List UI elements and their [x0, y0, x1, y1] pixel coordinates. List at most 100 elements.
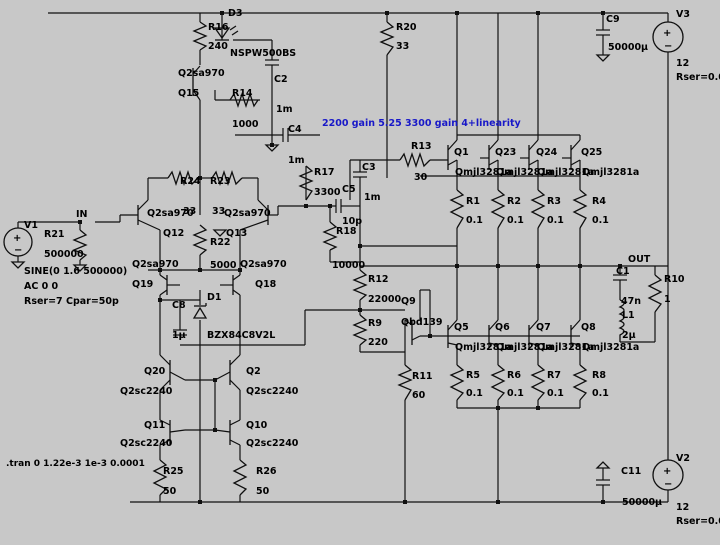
- tran-directive: .tran 0 1.22e-3 1e-3 0.0001: [6, 459, 145, 469]
- d1-symbol: [192, 303, 208, 319]
- svg-text:−: −: [664, 41, 672, 52]
- ground-r12-icon: [212, 229, 228, 237]
- r18-name: R18: [336, 226, 357, 237]
- c1-symbol: [613, 274, 627, 285]
- q24-model: Qmjl3281a: [537, 167, 594, 178]
- q18-name: Q18: [255, 279, 277, 290]
- r3-symbol: [530, 189, 546, 229]
- q9-name: Q9: [401, 296, 416, 307]
- r2-name: R2: [507, 196, 521, 207]
- d1-value: BZX84C8V2L: [207, 330, 275, 341]
- r13-value: 30: [414, 172, 428, 183]
- r9-name: R9: [368, 318, 382, 329]
- r25-symbol: [152, 459, 168, 496]
- r11-symbol: [397, 364, 413, 401]
- r10-value: 1: [664, 294, 671, 305]
- q6-model: Qmjl3281a: [496, 342, 553, 353]
- r4-symbol: [572, 189, 588, 229]
- c3-value: 1m: [364, 192, 381, 203]
- q20-name: Q20: [144, 366, 166, 377]
- q1-symbol: [447, 139, 458, 170]
- r20-value: 33: [396, 41, 409, 52]
- r4-value: 0.1: [592, 215, 609, 226]
- r23-value: 33: [212, 206, 225, 217]
- c4-symbol: [282, 128, 293, 142]
- r9-symbol: [352, 314, 368, 346]
- v2-value: 12: [676, 502, 689, 513]
- r10-name: R10: [664, 274, 685, 285]
- q15-model: Q2sa970: [178, 68, 225, 79]
- ground-c11-icon: [595, 461, 611, 469]
- r20-name: R20: [396, 22, 417, 33]
- c8-name: C8: [172, 300, 186, 311]
- r1-symbol: [449, 189, 465, 229]
- r21-name: R21: [44, 229, 65, 240]
- q6-symbol: [488, 319, 499, 348]
- q19-model: Q2sa970: [132, 259, 179, 270]
- v3-rser: Rser=0.05: [676, 72, 720, 83]
- q25-model: Qmjl3281a: [582, 167, 639, 178]
- q15-name: Q15: [178, 88, 199, 99]
- c9-name: C9: [606, 14, 620, 25]
- q11-symbol: [159, 419, 186, 446]
- q8-symbol: [570, 319, 581, 348]
- ground-c9-icon: [595, 54, 611, 62]
- q23-name: Q23: [495, 147, 516, 158]
- r12-name: R12: [368, 274, 389, 285]
- r1-name: R1: [466, 196, 480, 207]
- r5-symbol: [449, 364, 465, 401]
- r5-value: 0.1: [466, 388, 483, 399]
- r4-name: R4: [592, 196, 606, 207]
- c9-symbol: [596, 29, 610, 40]
- ground-c2-icon: [264, 144, 280, 152]
- q25-symbol: [562, 139, 581, 170]
- c5-value: 10p: [342, 216, 362, 227]
- v1-name: V1: [24, 220, 38, 231]
- r11-value: 60: [412, 390, 426, 401]
- q2-model: Q2sc2240: [246, 386, 299, 397]
- r26-name: R26: [256, 466, 277, 477]
- c1-name: C1: [616, 266, 630, 277]
- v3-value: 12: [676, 58, 689, 69]
- d3-value: NSPW500BS: [230, 48, 296, 59]
- r20-symbol: [379, 21, 395, 56]
- component-symbols: +− +− +−: [3, 21, 684, 496]
- d3-symbol: [213, 25, 239, 41]
- q2-name: Q2: [246, 366, 261, 377]
- r16-value: 240: [208, 41, 228, 52]
- q5-model: Qmjl3281a: [455, 342, 512, 353]
- r21-symbol: [72, 229, 88, 261]
- v1-line1: SINE(0 1.6 500000): [24, 266, 127, 277]
- q5-name: Q5: [454, 322, 469, 333]
- r11-name: R11: [412, 371, 433, 382]
- q8-name: Q8: [581, 322, 596, 333]
- q1-model: Qmjl3281a: [455, 167, 512, 178]
- c5-symbol: [335, 199, 346, 213]
- q5-symbol: [447, 319, 458, 348]
- q1-name: Q1: [454, 147, 469, 158]
- l1-value: 2µ: [622, 330, 636, 341]
- c4-name: C4: [288, 124, 302, 135]
- r7-value: 0.1: [547, 388, 564, 399]
- v3-symbol: +−: [652, 21, 684, 53]
- svg-text:−: −: [664, 479, 672, 490]
- q23-symbol: [480, 139, 499, 170]
- r6-symbol: [490, 364, 506, 401]
- r2-value: 0.1: [507, 215, 524, 226]
- svg-text:+: +: [13, 233, 21, 244]
- c8-value: 1µ: [172, 330, 186, 341]
- r26-value: 50: [256, 486, 270, 497]
- r6-name: R6: [507, 370, 521, 381]
- c1-value: 47n: [621, 296, 641, 307]
- q20-symbol: [159, 354, 186, 391]
- ground-v1-icon: [10, 261, 26, 269]
- r7-name: R7: [547, 370, 561, 381]
- c2-value: 1m: [276, 104, 293, 115]
- c3-symbol: [353, 160, 367, 206]
- net-in-label: IN: [76, 209, 88, 220]
- r13-symbol: [399, 151, 431, 169]
- c4-value: 1m: [288, 155, 305, 166]
- q24-name: Q24: [536, 147, 558, 158]
- q9-symbol: [404, 290, 421, 345]
- r8-symbol: [572, 364, 588, 401]
